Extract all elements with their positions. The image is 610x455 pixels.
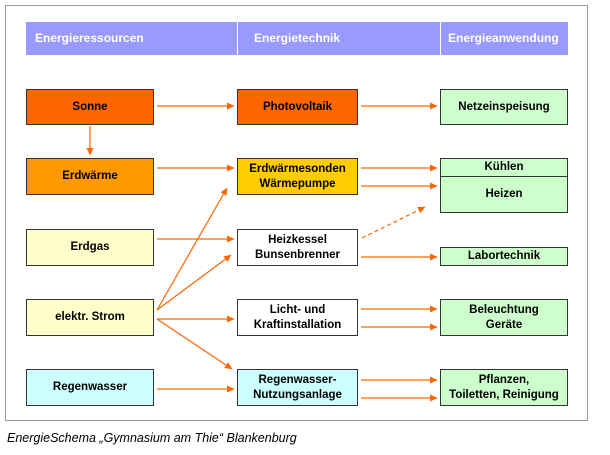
header-separator-1 <box>237 22 238 56</box>
anwendung-labortechnik: Labortechnik <box>440 247 568 266</box>
arrow-strom-bunsenbrenner <box>156 254 232 311</box>
anwendung-pflanzen-label: Pflanzen, <box>478 373 530 386</box>
technik-kraftinstallation-label: Kraftinstallation <box>253 318 342 331</box>
resource-regenwasser: Regenwasser <box>26 369 154 406</box>
arrow-strom-waermepumpe <box>156 187 228 311</box>
resource-erdwaerme: Erdwärme <box>26 158 154 195</box>
technik-regenwasser-label: Regenwasser- <box>258 373 337 386</box>
arrow-heizkessel-heizen-dashed <box>361 206 426 239</box>
anwendung-heizen: Heizen <box>440 176 568 213</box>
anwendung-toiletten-label: Toiletten, Reinigung <box>449 388 559 401</box>
anwendung-labortechnik-label: Labortechnik <box>467 250 541 262</box>
technik-photovoltaik: Photovoltaik <box>237 89 358 125</box>
technik-photovoltaik-label: Photovoltaik <box>262 100 332 113</box>
technik-heizkessel: Heizkessel Bunsenbrenner <box>237 229 358 266</box>
technik-erdwaermesonden: Erdwärmesonden Wärmepumpe <box>237 158 358 195</box>
header-energietechnik: Energietechnik <box>254 31 341 45</box>
diagram-frame <box>5 5 588 421</box>
resource-sonne: Sonne <box>26 89 154 125</box>
resource-erdgas-label: Erdgas <box>70 241 110 253</box>
technik-bunsenbrenner-label: Bunsenbrenner <box>255 248 340 261</box>
resource-erdwaerme-label: Erdwärme <box>62 170 118 182</box>
anwendung-kuehlen: Kühlen <box>440 158 568 177</box>
resource-erdgas: Erdgas <box>26 229 154 266</box>
resource-strom: elektr. Strom <box>26 299 154 336</box>
header-separator-2 <box>440 22 441 56</box>
anwendung-beleuchtung-label: Beleuchtung <box>469 303 539 316</box>
anwendung-geraete-label: Geräte <box>485 318 523 331</box>
anwendung-netzeinspeisung-label: Netzeinspeisung <box>458 100 550 113</box>
header-energieanwendung: Energieanwendung <box>448 31 559 45</box>
anwendung-netzeinspeisung: Netzeinspeisung <box>440 89 568 125</box>
technik-licht: Licht- und Kraftinstallation <box>237 299 358 336</box>
resource-sonne-label: Sonne <box>72 100 108 113</box>
technik-waermepumpe-label: Wärmepumpe <box>259 177 336 190</box>
anwendung-beleuchtung: Beleuchtung Geräte <box>440 299 568 336</box>
technik-regenwasser-anlage: Regenwasser- Nutzungsanlage <box>237 369 358 406</box>
arrow-strom-regenwasser-anlage <box>156 318 233 370</box>
technik-nutzungsanlage-label: Nutzungsanlage <box>253 388 342 401</box>
technik-licht-label: Licht- und <box>269 303 326 316</box>
resource-regenwasser-label: Regenwasser <box>52 381 128 393</box>
technik-heizkessel-label: Heizkessel <box>268 233 327 246</box>
resource-strom-label: elektr. Strom <box>55 311 125 323</box>
header-energieressourcen: Energieressourcen <box>35 31 144 45</box>
technik-erdwaermesonden-label: Erdwärmesonden <box>249 162 346 175</box>
anwendung-heizen-label: Heizen <box>485 188 523 200</box>
anwendung-pflanzen: Pflanzen, Toiletten, Reinigung <box>440 369 568 406</box>
figure-caption: EnergieSchema „Gymnasium am Thie“ Blanke… <box>7 431 297 445</box>
anwendung-kuehlen-label: Kühlen <box>484 161 524 173</box>
column-header-bar: Energieressourcen Energietechnik Energie… <box>26 22 568 55</box>
